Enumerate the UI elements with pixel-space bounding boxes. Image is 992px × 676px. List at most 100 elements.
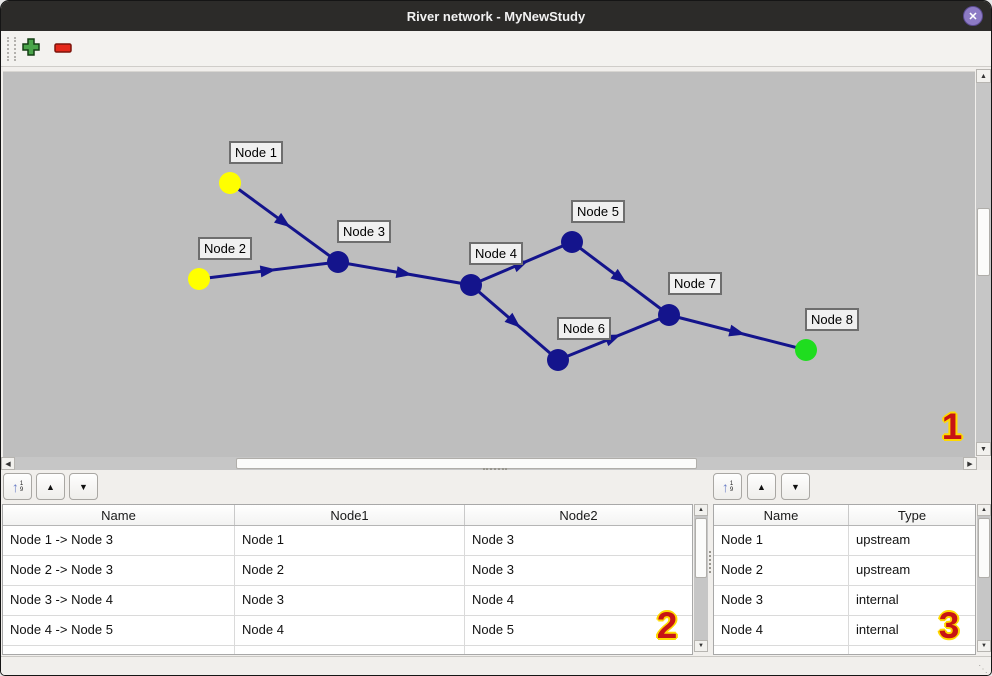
scroll-left-icon[interactable]: ◀ — [1, 457, 15, 470]
table-cell[interactable]: Node 1 — [714, 526, 849, 555]
annotation-number-2: 2 — [656, 605, 678, 647]
edge-direction-arrow-icon — [610, 268, 627, 284]
table-cell[interactable]: Node 4 — [714, 616, 849, 645]
down-triangle-icon: ▼ — [79, 481, 88, 492]
node-label: Node 1 — [229, 141, 283, 164]
network-node[interactable] — [795, 339, 817, 361]
table-cell — [849, 646, 975, 654]
links-scroll-thumb[interactable] — [695, 518, 707, 578]
table-cell[interactable]: Node 4 -> Node 5 — [3, 616, 235, 645]
table-cell[interactable]: Node 3 — [714, 586, 849, 615]
nodes-scroll-thumb[interactable] — [978, 518, 990, 578]
edge-direction-arrow-icon — [504, 312, 521, 328]
table-cell[interactable]: Node 4 — [235, 616, 465, 645]
horizontal-splitter-handle[interactable] — [483, 468, 507, 470]
table-row: Node 2 upstream — [714, 556, 975, 586]
edge-direction-arrow-icon — [259, 265, 277, 278]
network-node[interactable] — [561, 231, 583, 253]
table-cell[interactable]: Node 3 -> Node 4 — [3, 586, 235, 615]
table-row: Node 4 internal — [714, 616, 975, 646]
network-node[interactable] — [188, 268, 210, 290]
down-triangle-icon: ▼ — [791, 481, 800, 492]
remove-node-button[interactable] — [51, 37, 75, 61]
edge-direction-arrow-icon — [274, 212, 291, 228]
plus-icon — [22, 37, 40, 61]
node-label: Node 8 — [805, 308, 859, 331]
table-cell[interactable]: Node 3 — [472, 562, 514, 577]
scroll-down-icon[interactable]: ▼ — [976, 442, 991, 456]
scroll-down-icon[interactable]: ▼ — [977, 640, 991, 652]
scroll-right-icon[interactable]: ▶ — [963, 457, 977, 470]
links-table-scrollbar[interactable]: ▲ ▼ — [694, 504, 708, 652]
scroll-up-icon[interactable]: ▲ — [976, 69, 991, 83]
edge-direction-arrow-icon — [395, 266, 413, 279]
close-button[interactable]: ✕ — [963, 6, 983, 26]
column-header-type[interactable]: Type — [897, 507, 927, 523]
table-row: Node 1 upstream — [714, 526, 975, 556]
links-move-down-button[interactable]: ▼ — [69, 473, 98, 500]
table-cell[interactable]: Node 1 — [235, 526, 465, 555]
nodes-move-down-button[interactable]: ▼ — [781, 473, 810, 500]
column-header-node1[interactable]: Node1 — [235, 505, 465, 525]
links-move-up-button[interactable]: ▲ — [36, 473, 65, 500]
network-node[interactable] — [327, 251, 349, 273]
network-node[interactable] — [219, 172, 241, 194]
vertical-scroll-thumb[interactable] — [977, 208, 990, 276]
table-cell — [3, 646, 235, 654]
nodes-table-scrollbar[interactable]: ▲ ▼ — [977, 504, 991, 652]
network-node[interactable] — [547, 349, 569, 371]
table-cell[interactable]: Node 2 — [714, 556, 849, 585]
table-cell[interactable]: upstream — [856, 532, 911, 547]
table-cell[interactable]: upstream — [856, 562, 911, 577]
svg-text:Node 1: Node 1 — [235, 145, 277, 160]
table-cell[interactable]: Node 1 -> Node 3 — [3, 526, 235, 555]
window-title: River network - MyNewStudy — [406, 8, 586, 24]
horizontal-scroll-thumb[interactable] — [236, 458, 697, 469]
svg-text:Node 4: Node 4 — [475, 246, 517, 261]
scrollbar-corner — [977, 457, 991, 470]
canvas-vertical-scrollbar[interactable]: ▲ ▼ — [976, 69, 991, 456]
network-node[interactable] — [460, 274, 482, 296]
table-header-row: Name Type — [714, 505, 975, 526]
toolbar-drag-handle[interactable] — [7, 37, 16, 61]
column-header-node2[interactable]: Node2 — [559, 507, 598, 523]
table-cell[interactable]: Node 2 — [235, 556, 465, 585]
annotation-number-1: 1 — [941, 406, 963, 448]
nodes-move-up-button[interactable]: ▲ — [747, 473, 776, 500]
table-cell[interactable]: internal — [856, 622, 899, 637]
svg-text:Node 2: Node 2 — [204, 241, 246, 256]
close-icon: ✕ — [968, 10, 978, 23]
canvas-horizontal-scrollbar[interactable]: ◀ ▶ — [1, 457, 977, 470]
scroll-up-icon[interactable]: ▲ — [977, 504, 991, 516]
vertical-splitter-handle[interactable] — [709, 551, 711, 573]
column-header-name[interactable]: Name — [714, 505, 849, 525]
svg-text:Node 6: Node 6 — [563, 321, 605, 336]
table-cell[interactable]: Node 3 — [235, 586, 465, 615]
network-node[interactable] — [658, 304, 680, 326]
table-cell[interactable]: internal — [856, 592, 899, 607]
annotation-number-3: 3 — [938, 605, 960, 647]
svg-text:Node 3: Node 3 — [343, 224, 385, 239]
add-node-button[interactable] — [19, 37, 43, 61]
scroll-up-icon[interactable]: ▲ — [694, 504, 708, 516]
column-header-name[interactable]: Name — [3, 505, 235, 525]
scroll-down-icon[interactable]: ▼ — [694, 640, 708, 652]
node-label: Node 4 — [469, 242, 523, 265]
table-cell[interactable]: Node 4 — [472, 592, 514, 607]
table-cell[interactable]: Node 2 -> Node 3 — [3, 556, 235, 585]
table-cell[interactable]: Node 3 — [472, 532, 514, 547]
table-cell — [714, 646, 849, 654]
table-cell[interactable]: Node 5 — [472, 622, 514, 637]
resize-grip-icon[interactable]: ⋱ — [978, 664, 988, 675]
